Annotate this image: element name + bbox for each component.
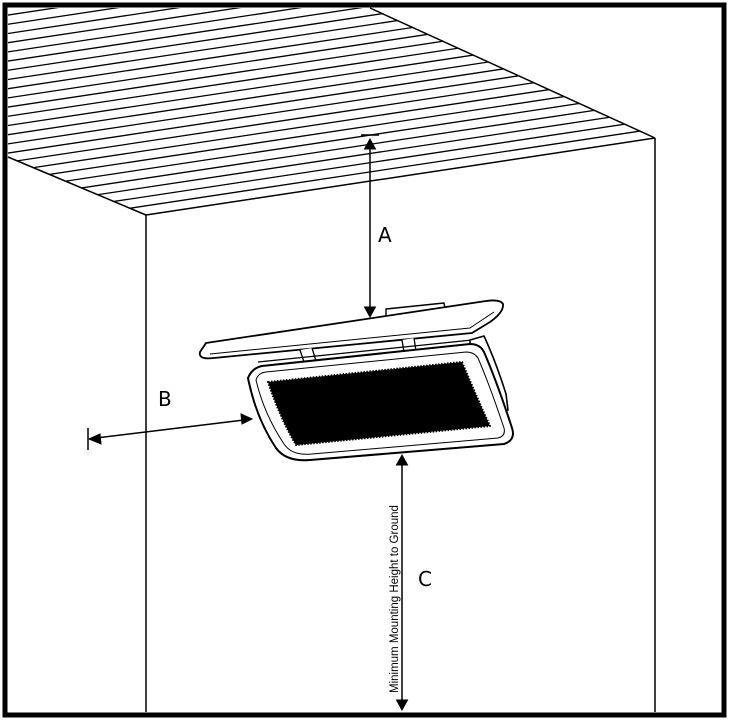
label-min-mounting-height: Minimum Mounting Height to Ground <box>389 505 401 693</box>
dimension-b-line <box>95 419 245 439</box>
hinge-rod <box>257 339 473 363</box>
label-a: A <box>378 223 392 247</box>
ceiling-stripe <box>8 8 655 82</box>
dimension-a-arrow-bottom <box>363 306 377 319</box>
dimension-c-arrow-top <box>395 453 409 466</box>
wall-left-edge <box>7 156 147 216</box>
ceiling-stripe <box>8 107 655 215</box>
ceiling-stripe <box>8 8 655 73</box>
label-c: C <box>418 567 432 591</box>
reflector-plate-rim <box>209 311 495 355</box>
dimension-b-arrow-left <box>87 433 102 445</box>
ceiling-front-edge <box>145 137 656 216</box>
reflector-plate <box>198 299 504 360</box>
ceiling-back-edge <box>369 7 656 139</box>
dimension-a <box>361 134 379 319</box>
heating-grille <box>267 361 491 446</box>
label-b: B <box>158 387 172 411</box>
dimension-c <box>395 453 409 712</box>
ceiling-stripe <box>8 98 655 211</box>
ceiling-stripe <box>8 8 655 100</box>
dimension-b-arrow-right <box>240 413 254 425</box>
dimension-c-arrow-bottom <box>395 699 409 712</box>
wall-structure <box>7 7 656 712</box>
heater-housing-inner <box>255 351 505 455</box>
ceiling-stripe <box>8 8 655 91</box>
dimension-a-arrow-top <box>363 137 377 150</box>
ceiling-stripe <box>8 8 655 36</box>
patio-heater <box>198 299 514 462</box>
dimension-b <box>87 413 254 450</box>
ceiling-stripe <box>8 8 655 54</box>
ceiling-stripe <box>8 8 655 63</box>
ceiling-stripe <box>8 8 655 45</box>
